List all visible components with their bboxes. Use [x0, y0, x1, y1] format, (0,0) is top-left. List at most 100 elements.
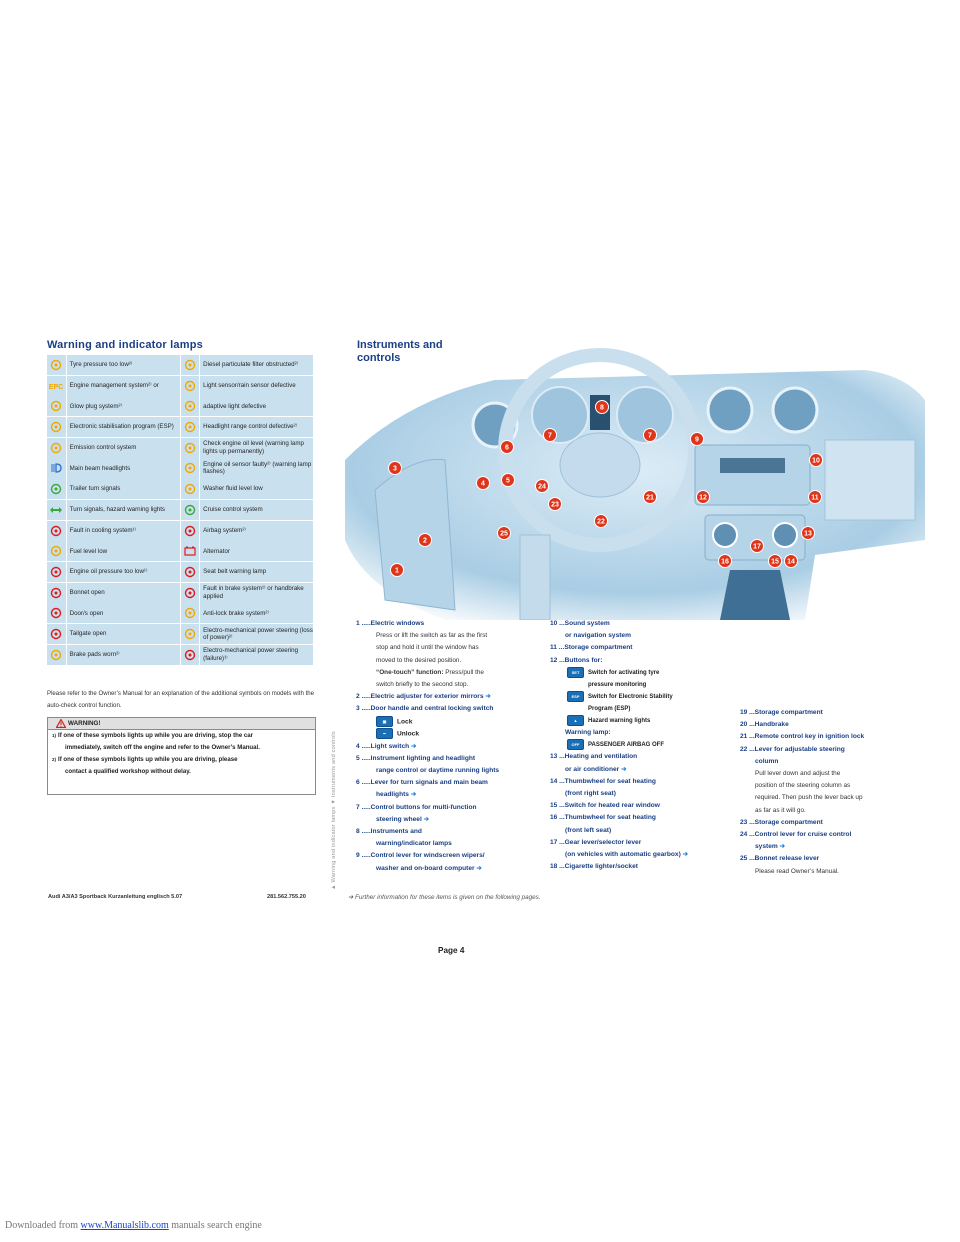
- legend-item-3: 3 .....Door handle and central locking s…: [356, 705, 494, 713]
- lamp-icon-cell: [47, 499, 66, 520]
- footer-document-title: Audi A3/A3 Sportback Kurzanleitung engli…: [48, 894, 183, 900]
- svg-text:7: 7: [548, 433, 552, 440]
- callout-2: 2: [418, 533, 432, 547]
- legend-item-5: 5 .....Instrument lighting and headlight…: [356, 754, 500, 774]
- warning-item-text: If one of these symbols lights up while …: [58, 732, 254, 739]
- legend-item-1: 1 .....Electric windows: [356, 620, 425, 627]
- callout-23: 23: [548, 497, 562, 511]
- callout-8: 8: [595, 400, 609, 414]
- lock-icon: ▣: [376, 715, 393, 727]
- lamp-icon-cell: [180, 623, 200, 645]
- power-steering-failure-icon: [184, 649, 196, 660]
- tachometer: [616, 386, 674, 444]
- svg-text:15: 15: [771, 559, 779, 566]
- lamp-icon-cell: [180, 520, 200, 541]
- callout-13: 13: [801, 526, 815, 540]
- lamp-label: Airbag system²⁾: [200, 520, 313, 541]
- manualslib-link[interactable]: www.Manualslib.com: [80, 1220, 169, 1231]
- warning-item-text-cont: immediately, switch off the engine and r…: [65, 744, 260, 751]
- arrow-icon: ➔: [410, 742, 417, 750]
- callout-4: 4: [476, 476, 490, 490]
- legend-item-6: 6 .....Lever for turn signals and main b…: [356, 779, 488, 799]
- warning-triangle-icon: [56, 719, 66, 728]
- section-title-instruments-controls: Instruments and controls: [357, 339, 443, 365]
- glove-box: [824, 439, 916, 521]
- legend-item-15: 15 ...Switch for heated rear window: [550, 802, 660, 810]
- turn-signal-icon: [50, 506, 63, 513]
- lamp-label: Trailer turn signals: [66, 479, 180, 500]
- callout-5: 5: [501, 473, 515, 487]
- lamp-label: Fault in brake system¹⁾ or handbrake app…: [200, 582, 313, 603]
- speedometer: [531, 386, 589, 444]
- warning-lamp-label: Warning lamp:: [565, 729, 611, 737]
- lamp-icon-cell: [180, 499, 200, 520]
- legend-item-17: 17 ...Gear lever/selector lever(on vehic…: [550, 838, 689, 858]
- legend-item-19: 19 ...Storage compartment: [740, 709, 823, 716]
- coolant-icon: [51, 525, 62, 536]
- lamp-label: Electronic stabilisation program (ESP): [66, 417, 180, 438]
- lamp-icon-cell: [180, 561, 200, 582]
- bonnet-open-icon: [51, 587, 62, 598]
- radio-display: [720, 458, 785, 473]
- lamp-label: Brake pads worn²⁾: [66, 644, 180, 665]
- engine-oil-level-icon: [184, 442, 196, 453]
- svg-text:12: 12: [699, 495, 707, 502]
- arrow-icon: ➔: [621, 765, 627, 773]
- svg-text:25: 25: [500, 531, 508, 538]
- callout-22: 22: [594, 514, 608, 528]
- lamp-label: Washer fluid level low: [200, 479, 313, 500]
- arrow-icon: ➔: [410, 791, 417, 799]
- title-line-1: Instruments and: [357, 339, 443, 351]
- lamp-label: Engine oil pressure too low¹⁾: [66, 561, 180, 582]
- air-vent-center-right: [771, 386, 819, 434]
- lamp-icon-cell: [47, 623, 66, 645]
- lamp-row: Glow plug system²⁾adaptive light defecti…: [47, 396, 314, 417]
- title-line-2: controls: [357, 352, 401, 364]
- legend-item-16: 16 ...Thumbwheel for seat heating(front …: [550, 814, 656, 834]
- lamp-label: Seat belt warning lamp: [200, 561, 313, 582]
- climate-dial-left: [712, 522, 738, 548]
- legend-item-11: 11 ...Storage compartment: [550, 644, 633, 652]
- lamp-label: Engine oil sensor faulty²⁾ (warning lamp…: [200, 458, 313, 479]
- lamp-icon-cell: [47, 561, 66, 582]
- lamp-icon-cell: [47, 603, 66, 624]
- footnote-marker: 1): [52, 733, 57, 738]
- lamp-label: Turn signals, hazard warning lights: [66, 499, 180, 520]
- svg-text:EPC: EPC: [49, 384, 63, 391]
- lamp-row: Electronic stabilisation program (ESP)He…: [47, 417, 314, 438]
- callout-14: 14: [784, 554, 798, 568]
- glow-plug-icon: [51, 401, 62, 412]
- svg-text:14: 14: [787, 559, 795, 566]
- light-rain-sensor-icon: [184, 380, 196, 391]
- lamp-icon-cell: [47, 541, 66, 562]
- lamp-label: Tyre pressure too low²⁾: [66, 355, 180, 376]
- warning-item-2: 2)If one of these symbols lights up whil…: [48, 754, 315, 778]
- legend-item-21: 21 ...Remote control key in ignition loc…: [740, 733, 865, 741]
- arrow-icon: ➔: [476, 864, 482, 872]
- svg-text:3: 3: [393, 466, 397, 473]
- lamp-icon-cell: [180, 603, 200, 624]
- lamp-row: Tyre pressure too low²⁾Diesel particulat…: [47, 355, 314, 376]
- further-information-note: ➔ Further information for these items is…: [348, 894, 541, 901]
- watermark-prefix: Downloaded from: [5, 1220, 81, 1231]
- side-navigation-label: ▲ Warning and indicator lamps ▼ Instrume…: [331, 731, 337, 890]
- esp-icon: [51, 421, 62, 433]
- arrow-icon: ➔: [485, 693, 491, 701]
- lamp-icon-cell: [180, 375, 200, 396]
- lamp-label: Anti-lock brake system²⁾: [200, 603, 313, 624]
- hazard-warning-button-icon: ▲: [567, 714, 584, 726]
- legend-item-18: 18 ...Cigarette lighter/socket: [550, 863, 638, 871]
- svg-text:4: 4: [481, 481, 485, 488]
